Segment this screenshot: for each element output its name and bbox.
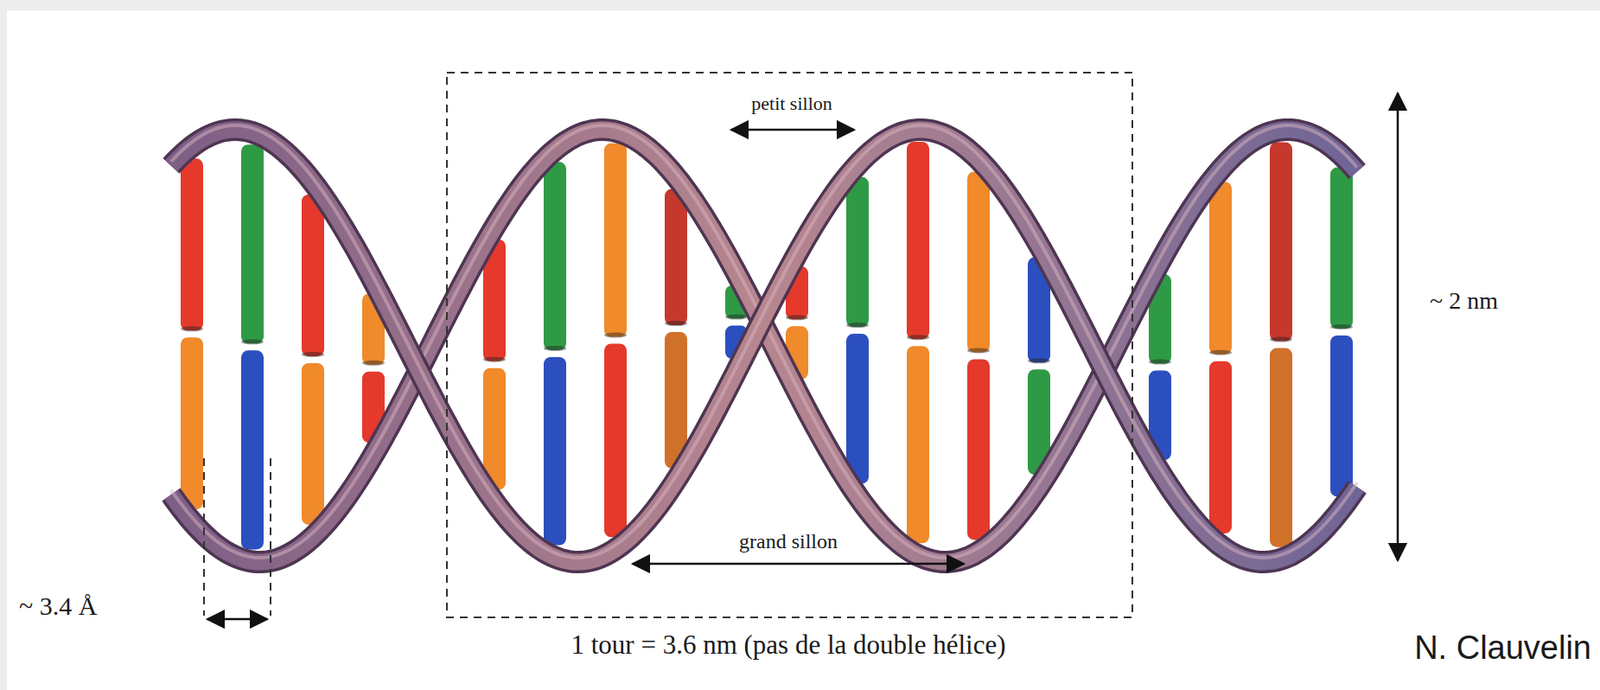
base-cap bbox=[1027, 357, 1051, 364]
dimension-label: ~ 2 nm bbox=[1426, 287, 1502, 315]
base-half bbox=[1330, 167, 1353, 329]
credit-label: N. Clauvelin bbox=[1410, 630, 1595, 667]
base-cap bbox=[1269, 337, 1293, 343]
base-half bbox=[967, 358, 990, 540]
base-half bbox=[1269, 348, 1293, 548]
base-cap bbox=[301, 351, 325, 357]
base-cap bbox=[180, 325, 204, 332]
minor-groove-arrow bbox=[731, 128, 855, 132]
base-cap bbox=[483, 356, 506, 363]
base-cap bbox=[967, 347, 990, 353]
base-half bbox=[1209, 181, 1232, 354]
base-cap bbox=[1209, 350, 1232, 356]
base-half bbox=[604, 143, 627, 338]
base-cap bbox=[241, 338, 264, 345]
rise-arrow bbox=[207, 618, 268, 621]
base-half bbox=[846, 333, 869, 484]
base-half bbox=[241, 350, 264, 549]
base-half bbox=[543, 161, 567, 351]
rise-guide bbox=[269, 458, 272, 616]
dimension-label: ~ 3.4 Å bbox=[15, 591, 101, 620]
base-half bbox=[906, 345, 930, 543]
base-cap bbox=[1148, 359, 1172, 365]
base-half bbox=[301, 194, 325, 357]
rise-guide bbox=[203, 458, 205, 616]
caption-label: 1 tour = 3.6 nm (pas de la double hélice… bbox=[567, 630, 1009, 660]
base-cap bbox=[725, 314, 748, 320]
base-half bbox=[1269, 142, 1293, 342]
base-cap bbox=[785, 314, 809, 320]
base-cap bbox=[362, 360, 385, 366]
turn-box bbox=[446, 72, 1133, 618]
base-cap bbox=[906, 334, 930, 340]
base-cap bbox=[604, 332, 627, 338]
major-groove-arrow bbox=[632, 562, 964, 566]
base-half bbox=[543, 356, 567, 546]
base-half bbox=[846, 177, 869, 327]
base-half bbox=[241, 144, 264, 344]
base-half bbox=[1209, 361, 1232, 534]
base-half bbox=[180, 337, 204, 510]
groove-label: petit sillon bbox=[747, 93, 836, 115]
base-cap bbox=[543, 345, 567, 351]
base-cap bbox=[846, 322, 869, 328]
base-cap bbox=[664, 320, 688, 326]
helix-strands bbox=[171, 125, 1358, 562]
base-half bbox=[967, 171, 990, 352]
strand-highlight bbox=[171, 125, 1358, 558]
diameter-arrow bbox=[1396, 93, 1400, 561]
base-half bbox=[664, 189, 688, 326]
base-half bbox=[604, 344, 627, 538]
base-half bbox=[906, 141, 930, 339]
base-half bbox=[301, 363, 325, 525]
base-half bbox=[1330, 335, 1353, 497]
base-half bbox=[180, 158, 204, 331]
base-cap bbox=[1330, 324, 1353, 330]
groove-label: grand sillon bbox=[735, 529, 842, 553]
